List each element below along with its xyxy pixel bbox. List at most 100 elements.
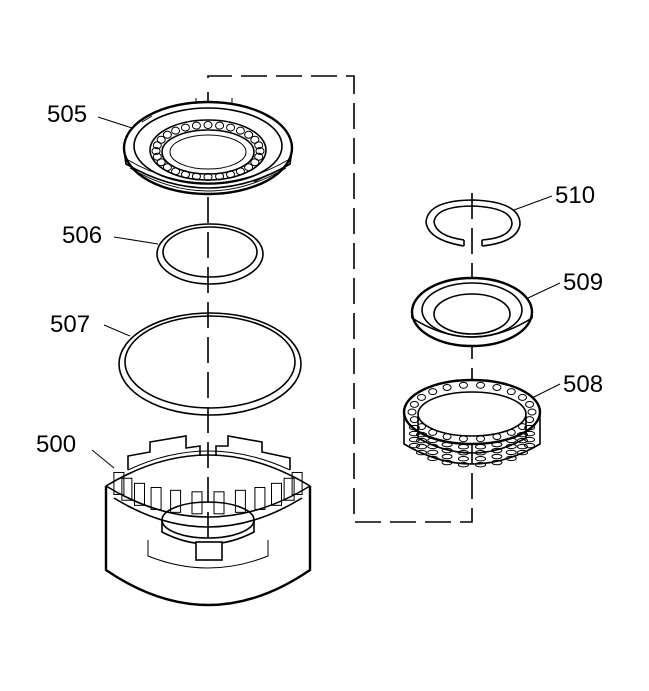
callout-509: 509	[563, 269, 603, 296]
spline-tooth	[291, 471, 303, 495]
leader-505	[97, 116, 133, 129]
spring-coil	[505, 449, 517, 456]
spring-hole	[506, 388, 516, 396]
spring-coil	[524, 424, 536, 431]
spring-hole	[417, 393, 427, 401]
spring-coil	[516, 443, 528, 450]
part-510-snap-ring	[425, 199, 521, 247]
spring-coil	[524, 442, 536, 449]
spline-tooth	[254, 486, 266, 510]
bearing-roller	[180, 123, 190, 132]
spring-hole	[409, 400, 419, 408]
spring-coil	[524, 430, 536, 437]
spring-coil	[427, 437, 439, 444]
spring-coil	[427, 443, 439, 450]
spring-coil	[505, 437, 517, 444]
spring-coil	[408, 442, 420, 449]
spring-coil	[457, 444, 469, 450]
bearing-roller	[152, 152, 162, 161]
spring-coil	[441, 441, 453, 448]
spring-coil	[408, 424, 420, 431]
spring-coil	[516, 437, 528, 444]
spring-coil	[416, 449, 428, 456]
spring-hole	[409, 416, 419, 424]
spring-hole	[407, 408, 417, 416]
spring-coil	[516, 449, 528, 456]
spline-tooth	[170, 489, 182, 513]
leader-510	[513, 195, 553, 211]
spring-hole	[517, 423, 527, 431]
part-508-spring-assembly	[402, 378, 542, 468]
callout-508: 508	[563, 371, 603, 398]
spring-hole	[517, 393, 527, 401]
callout-505: 505	[47, 101, 87, 128]
spring-coil	[416, 431, 428, 438]
spring-hole	[458, 435, 468, 443]
spring-hole	[442, 433, 452, 441]
bearing-roller	[235, 126, 245, 135]
bearing-roller	[250, 158, 260, 167]
spring-hole	[428, 388, 438, 396]
spring-hole	[476, 435, 486, 443]
part-507-seal-ring	[118, 312, 302, 416]
spline-tooth	[150, 486, 162, 510]
spring-coil	[441, 447, 453, 454]
leader-507	[103, 324, 131, 337]
spring-coil	[427, 455, 439, 462]
spring-hole	[527, 408, 537, 416]
callout-500: 500	[36, 431, 76, 458]
callout-506: 506	[62, 222, 102, 249]
spring-coil	[491, 459, 503, 466]
spring-coil	[475, 444, 487, 450]
spring-coil	[457, 450, 469, 456]
bearing-roller	[203, 121, 213, 129]
bearing-roller	[191, 121, 201, 130]
spring-coil	[457, 456, 469, 462]
leader-506	[113, 236, 159, 245]
callout-507: 507	[50, 311, 90, 338]
spring-coil	[516, 431, 528, 438]
spring-coil	[475, 456, 487, 462]
bearing-roller	[171, 126, 181, 135]
spring-hole	[506, 428, 516, 436]
bearing-roller	[244, 163, 254, 172]
assembly-axis-line	[207, 75, 473, 523]
spring-coil	[491, 441, 503, 448]
bearing-roller	[171, 167, 181, 176]
part-506-seal-ring	[156, 223, 264, 285]
leader-500	[91, 449, 115, 469]
bearing-roller	[162, 163, 172, 172]
spring-coil	[491, 453, 503, 460]
bearing-roller	[162, 130, 172, 139]
spring-coil	[416, 437, 428, 444]
spline-tooth	[270, 482, 282, 506]
bearing-roller	[244, 130, 254, 139]
bearing-roller	[203, 173, 213, 181]
part-509-retainer-plate	[410, 276, 534, 348]
spring-hole	[492, 433, 502, 441]
spring-hole	[525, 400, 535, 408]
spring-hole	[428, 428, 438, 436]
spring-coil	[427, 449, 439, 456]
spline-tooth	[134, 482, 146, 506]
bearing-roller	[215, 172, 225, 181]
callout-510: 510	[555, 182, 595, 209]
bearing-roller	[151, 147, 161, 155]
spline-tooth	[283, 477, 295, 501]
part-500-drum-housing	[104, 435, 312, 607]
spring-hole	[442, 383, 452, 391]
spring-hole	[492, 383, 502, 391]
bearing-roller	[255, 147, 265, 155]
spline-tooth	[121, 477, 133, 501]
spring-coil	[475, 450, 487, 456]
bearing-roller	[235, 167, 245, 176]
leader-509	[527, 282, 561, 299]
bearing-roller	[191, 172, 201, 181]
spring-coil	[457, 462, 469, 468]
spring-coil	[408, 430, 420, 437]
bearing-roller	[254, 141, 264, 150]
leader-508	[531, 383, 561, 399]
spring-coil	[408, 436, 420, 443]
bearing-roller	[156, 135, 166, 144]
spring-hole	[476, 381, 486, 389]
